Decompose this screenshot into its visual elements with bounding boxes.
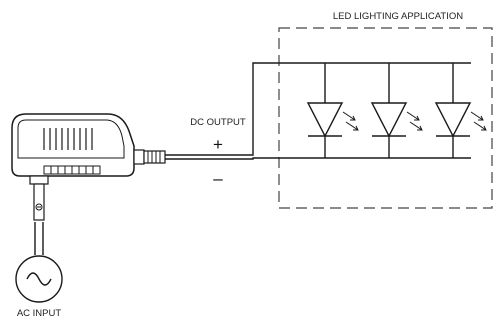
led-diode-icon xyxy=(306,63,359,158)
led-diode-icon xyxy=(434,63,487,158)
light-emission-arrows-icon xyxy=(342,111,359,131)
light-emission-arrows-icon xyxy=(406,111,423,131)
ac-source-icon xyxy=(15,255,63,303)
light-emission-arrows-icon xyxy=(470,111,487,131)
led-application-label: LED LIGHTING APPLICATION xyxy=(333,11,463,22)
plug-prong-icon xyxy=(29,175,49,221)
ac-input-label: AC INPUT xyxy=(17,308,62,319)
led-application-enclosure xyxy=(278,27,493,209)
positive-bus-wire xyxy=(165,62,471,156)
negative-bus-wire xyxy=(165,157,471,160)
negative-sign: – xyxy=(213,169,223,188)
positive-sign: + xyxy=(213,135,223,154)
dc-output-label: DC OUTPUT xyxy=(190,117,246,128)
led-diode-icon xyxy=(370,63,423,158)
power-adapter-icon xyxy=(11,113,166,177)
